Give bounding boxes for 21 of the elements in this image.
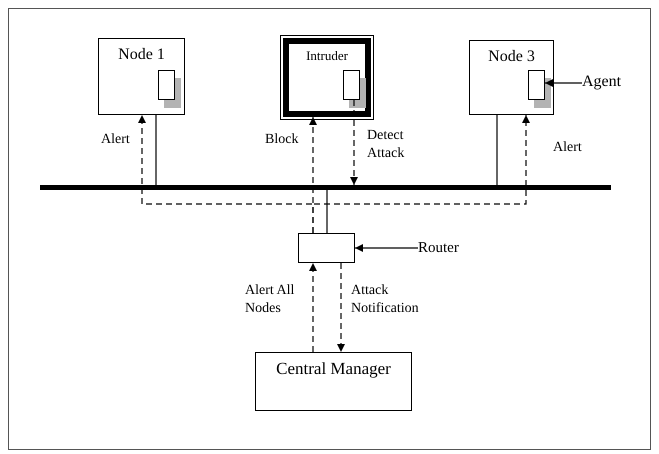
connector-line <box>326 190 328 233</box>
arrow <box>355 244 418 252</box>
arrow <box>350 100 358 185</box>
node-title: Node 3 <box>487 47 536 67</box>
node-box <box>469 40 554 115</box>
node-box <box>98 38 185 115</box>
router-box <box>298 233 355 263</box>
arrow <box>309 263 317 352</box>
intruder-box <box>283 38 371 117</box>
node-title: Node 1 <box>117 45 166 65</box>
manager-box <box>255 352 412 411</box>
node-title: Intruder <box>305 47 349 65</box>
router-label: Router <box>418 239 459 258</box>
arrow <box>545 79 582 87</box>
connector-line <box>496 115 498 185</box>
network-bus <box>40 185 611 190</box>
agent-label: Agent <box>582 72 622 92</box>
arrow <box>337 263 345 352</box>
node-title: Central Manager <box>275 359 392 379</box>
arrow <box>312 115 530 233</box>
connector-line <box>155 115 157 185</box>
